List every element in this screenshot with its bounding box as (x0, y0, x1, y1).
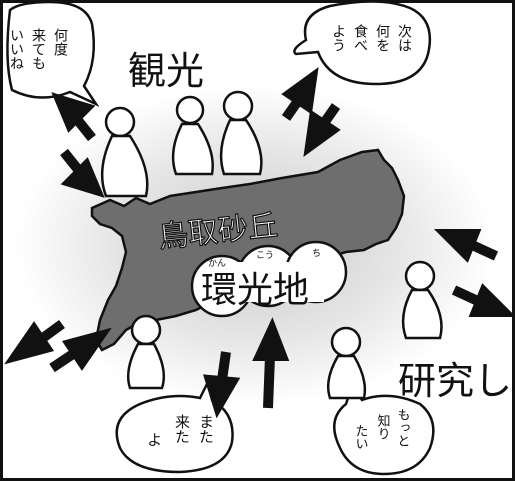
arrow-in-bc (263, 355, 275, 409)
bubble-tr-line-1: 次は (396, 24, 412, 52)
kenkyu-label: 研究し (398, 359, 512, 403)
bubble-tr-line-3: 食べ (352, 23, 368, 52)
bubble-bc-line-3: よ (145, 432, 163, 447)
arrow-in-bc-head (252, 317, 290, 361)
bubble-br-line-2: 知り (375, 413, 391, 440)
speech-bubble-top-right: 次は 何を 食べ よう (293, 0, 432, 86)
arrow-out-tl-head (51, 92, 96, 133)
arrow-in-tl-head (60, 157, 105, 198)
figure-6 (127, 314, 165, 390)
bubble-br-line-3: たい (353, 424, 368, 450)
arrow-out-r-head (468, 283, 515, 317)
figures (100, 90, 443, 400)
figure-1 (100, 106, 149, 198)
kankyo-cloud: 環光地 かん こう ち (190, 240, 348, 318)
kanko-heading: 観光 (128, 49, 204, 93)
bubble-tr-line-2: 何を (374, 24, 390, 52)
kankyo-reading-3: ち (312, 248, 321, 259)
arrow-out-bc-head (203, 374, 241, 419)
kankyo-text: 環光地 (201, 270, 309, 311)
bubble-br-line-1: もっと (395, 408, 410, 447)
figure-5 (327, 326, 367, 400)
bubble-tl-line-3: いいね (8, 28, 24, 70)
kankyo-reading-1: かん (208, 258, 226, 269)
speech-bubble-bottom-right: もっと 知り たい (333, 383, 435, 476)
arrow-out-bl-head (4, 321, 55, 365)
arrows (4, 67, 515, 419)
figure-3 (219, 90, 263, 176)
bubble-bc-line-1: また (197, 414, 215, 444)
arrow-in-r-head (433, 229, 482, 263)
speech-bubble-top-left: 何度 来ても いいね (6, 0, 100, 107)
speech-bubble-bottom-center: また 来た よ (115, 378, 234, 474)
kankyo-reading-2: こう (256, 250, 274, 261)
bubble-tl-line-2: 来ても (30, 28, 46, 70)
arrow-out-bc (217, 351, 231, 381)
bubble-bc-line-2: 来た (173, 414, 191, 444)
figure-4 (401, 260, 443, 340)
arrow-in-tr-head (303, 109, 341, 157)
bubble-tl-line-1: 何度 (52, 28, 68, 56)
arrow-in-bl-head (61, 327, 112, 371)
figure-2 (171, 95, 214, 176)
bubble-tr-line-4: よう (330, 24, 346, 52)
arrow-out-tr-head (281, 67, 319, 115)
